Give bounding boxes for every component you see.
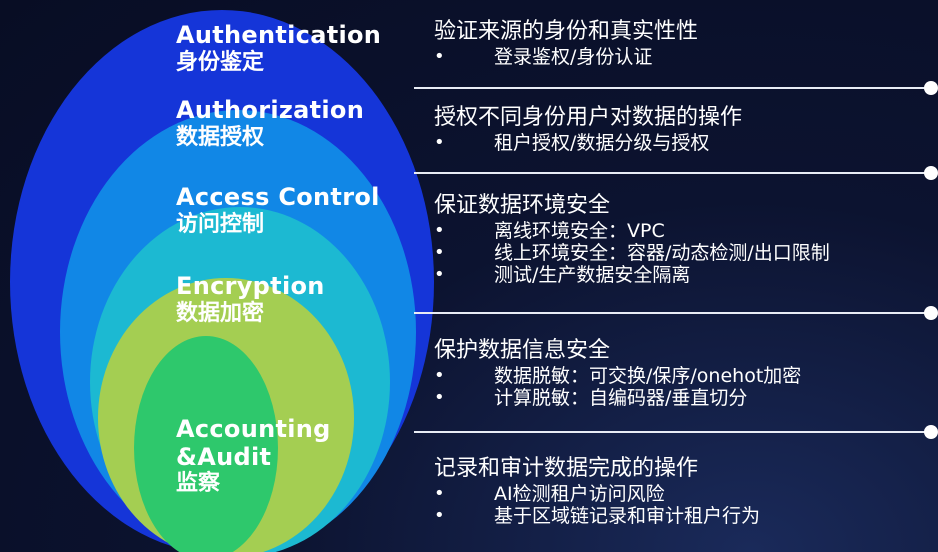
bullet-item: • 数据脱敏：可交换/保序/onehot加密 [434,365,801,387]
bullet-icon: • [434,387,445,408]
layer-cn-label: 数据加密 [176,300,265,326]
divider-dot-icon [924,425,938,439]
section-heading: 记录和审计数据完成的操作 [434,456,699,481]
layer-en-label-line1: Accounting [176,415,331,443]
bullet-item: • 离线环境安全：VPC [434,220,830,242]
section-access-control: 保证数据环境安全 • 离线环境安全：VPC • 线上环境安全：容器/动态检测/出口限… [434,192,830,286]
bullet-text: 线上环境安全：容器/动态检测/出口限制 [494,242,830,264]
bullet-list: • AI检测租户访问风险 • 基于区域链记录和审计租户行为 [434,483,760,527]
layer-label-authentication: Authentication 身份鉴定 [176,21,382,75]
layer-cn-label: 监察 [176,471,221,497]
layer-label-authorization: Authorization 数据授权 [176,96,365,150]
bullet-item: • 线上环境安全：容器/动态检测/出口限制 [434,242,830,264]
bullet-item: • 基于区域链记录和审计租户行为 [434,505,760,527]
bullet-item: • 计算脱敏：自编码器/垂直切分 [434,387,801,409]
bullet-list: • 数据脱敏：可交换/保序/onehot加密 • 计算脱敏：自编码器/垂直切分 [434,365,801,409]
section-accounting-audit: 记录和审计数据完成的操作 • AI检测租户访问风险 • 基于区域链记录和审计租户行为 [434,455,760,527]
bullet-list: • 离线环境安全：VPC • 线上环境安全：容器/动态检测/出口限制 • 测试/生产数… [434,220,830,286]
layer-en-label-line2: &Audit [176,442,272,471]
layer-en-label: Authorization [176,96,365,124]
bullet-text: AI检测租户访问风险 [494,483,665,505]
layer-cn-label: 访问控制 [176,211,265,237]
bullet-item: • AI检测租户访问风险 [434,483,760,505]
section-heading: 保护数据信息安全 [434,338,611,363]
bullet-icon: • [434,220,445,241]
bullet-text: 数据脱敏：可交换/保序/onehot加密 [494,365,802,387]
layer-cn-label: 数据授权 [176,124,265,150]
bullet-icon: • [434,132,445,153]
section-heading: 授权不同身份用户对数据的操作 [434,105,743,130]
section-heading: 验证来源的身份和真实性性 [434,19,699,44]
divider-line [414,166,938,180]
bullet-text: 测试/生产数据安全隔离 [494,264,691,286]
bullet-icon: • [434,46,445,67]
divider-dot-icon [924,306,938,320]
layer-en-label: Encryption [176,272,325,300]
layer-label-encryption: Encryption 数据加密 [176,272,325,326]
divider-line [414,306,938,320]
bullet-text: 租户授权/数据分级与授权 [494,132,710,154]
bullet-list: • 租户授权/数据分级与授权 [434,132,742,154]
layer-ellipse-accounting-audit [134,336,278,552]
bullet-item: • 登录鉴权/身份认证 [434,46,698,68]
bullet-icon: • [434,242,445,263]
bullet-icon: • [434,365,445,386]
bullet-item: • 测试/生产数据安全隔离 [434,264,830,286]
bullet-text: 登录鉴权/身份认证 [494,46,653,68]
bullet-icon: • [434,483,445,504]
layer-label-accounting-audit: Accounting &Audit 监察 [176,415,331,497]
bullet-icon: • [434,264,445,285]
bullet-text: 基于区域链记录和审计租户行为 [494,505,761,527]
bullet-list: • 登录鉴权/身份认证 [434,46,698,68]
bullet-text: 计算脱敏：自编码器/垂直切分 [494,387,748,409]
divider-dot-icon [924,166,938,180]
section-heading: 保证数据环境安全 [434,193,611,218]
divider-dot-icon [924,81,938,95]
layer-en-label: Access Control [176,183,380,211]
layer-en-label: Authentication [176,21,382,49]
bullet-text: 离线环境安全：VPC [494,220,665,242]
bullet-icon: • [434,505,445,526]
layer-cn-label: 身份鉴定 [176,49,265,75]
section-authorization: 授权不同身份用户对数据的操作 • 租户授权/数据分级与授权 [434,104,742,154]
divider-line [414,81,938,95]
section-encryption: 保护数据信息安全 • 数据脱敏：可交换/保序/onehot加密 • 计算脱敏：自编码… [434,337,801,409]
section-authentication: 验证来源的身份和真实性性 • 登录鉴权/身份认证 [434,18,698,68]
bullet-item: • 租户授权/数据分级与授权 [434,132,742,154]
divider-line [414,425,938,439]
layer-label-access-control: Access Control 访问控制 [176,183,380,237]
